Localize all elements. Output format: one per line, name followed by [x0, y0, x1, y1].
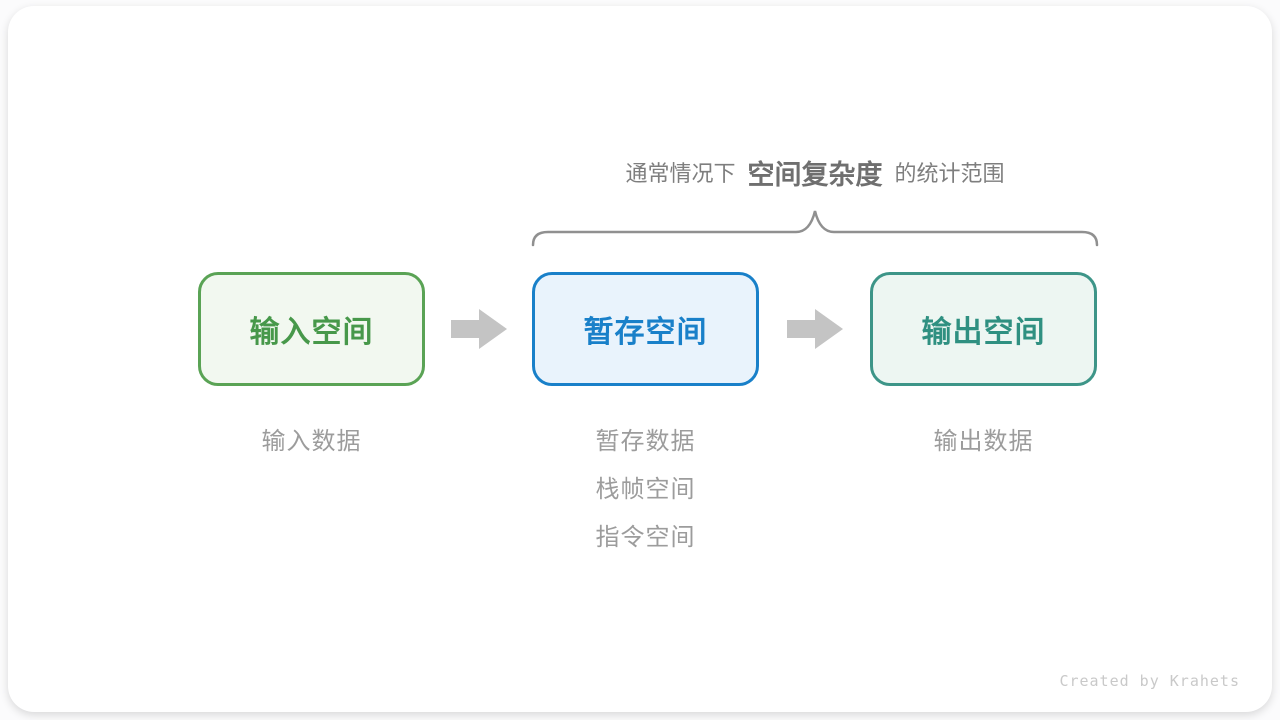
node-input-space: 输入空间: [198, 272, 425, 386]
node-temp-space-label: 暂存空间: [583, 316, 708, 349]
annotation-suffix: 的统计范围: [894, 161, 1005, 186]
annotation-prefix: 通常情况下: [625, 161, 736, 186]
scope-annotation: 通常情况下 空间复杂度 的统计范围: [531, 152, 1099, 192]
input-space-notes: 输入数据: [198, 428, 425, 456]
output-space-notes: 输出数据: [870, 428, 1097, 456]
arrow-right-icon: [787, 309, 843, 349]
note-stack-frame-space: 栈帧空间: [595, 476, 696, 503]
temp-space-notes: 暂存数据 栈帧空间 指令空间: [532, 428, 759, 552]
note-temp-data: 暂存数据: [595, 428, 696, 455]
note-instruction-space: 指令空间: [595, 524, 696, 551]
note-input-data: 输入数据: [261, 428, 362, 455]
node-temp-space: 暂存空间: [532, 272, 759, 386]
node-output-space-label: 输出空间: [921, 316, 1046, 349]
arrow-right-icon: [451, 309, 507, 349]
node-input-space-label: 输入空间: [249, 316, 374, 349]
diagram-card: 通常情况下 空间复杂度 的统计范围 输入空间 暂存空间 输出空间 输入数据 暂存…: [8, 6, 1272, 712]
annotation-highlight: 空间复杂度: [747, 159, 883, 190]
watermark-credit: Created by Krahets: [1059, 672, 1240, 690]
curly-brace-icon: [531, 210, 1099, 247]
node-output-space: 输出空间: [870, 272, 1097, 386]
note-output-data: 输出数据: [933, 428, 1034, 455]
